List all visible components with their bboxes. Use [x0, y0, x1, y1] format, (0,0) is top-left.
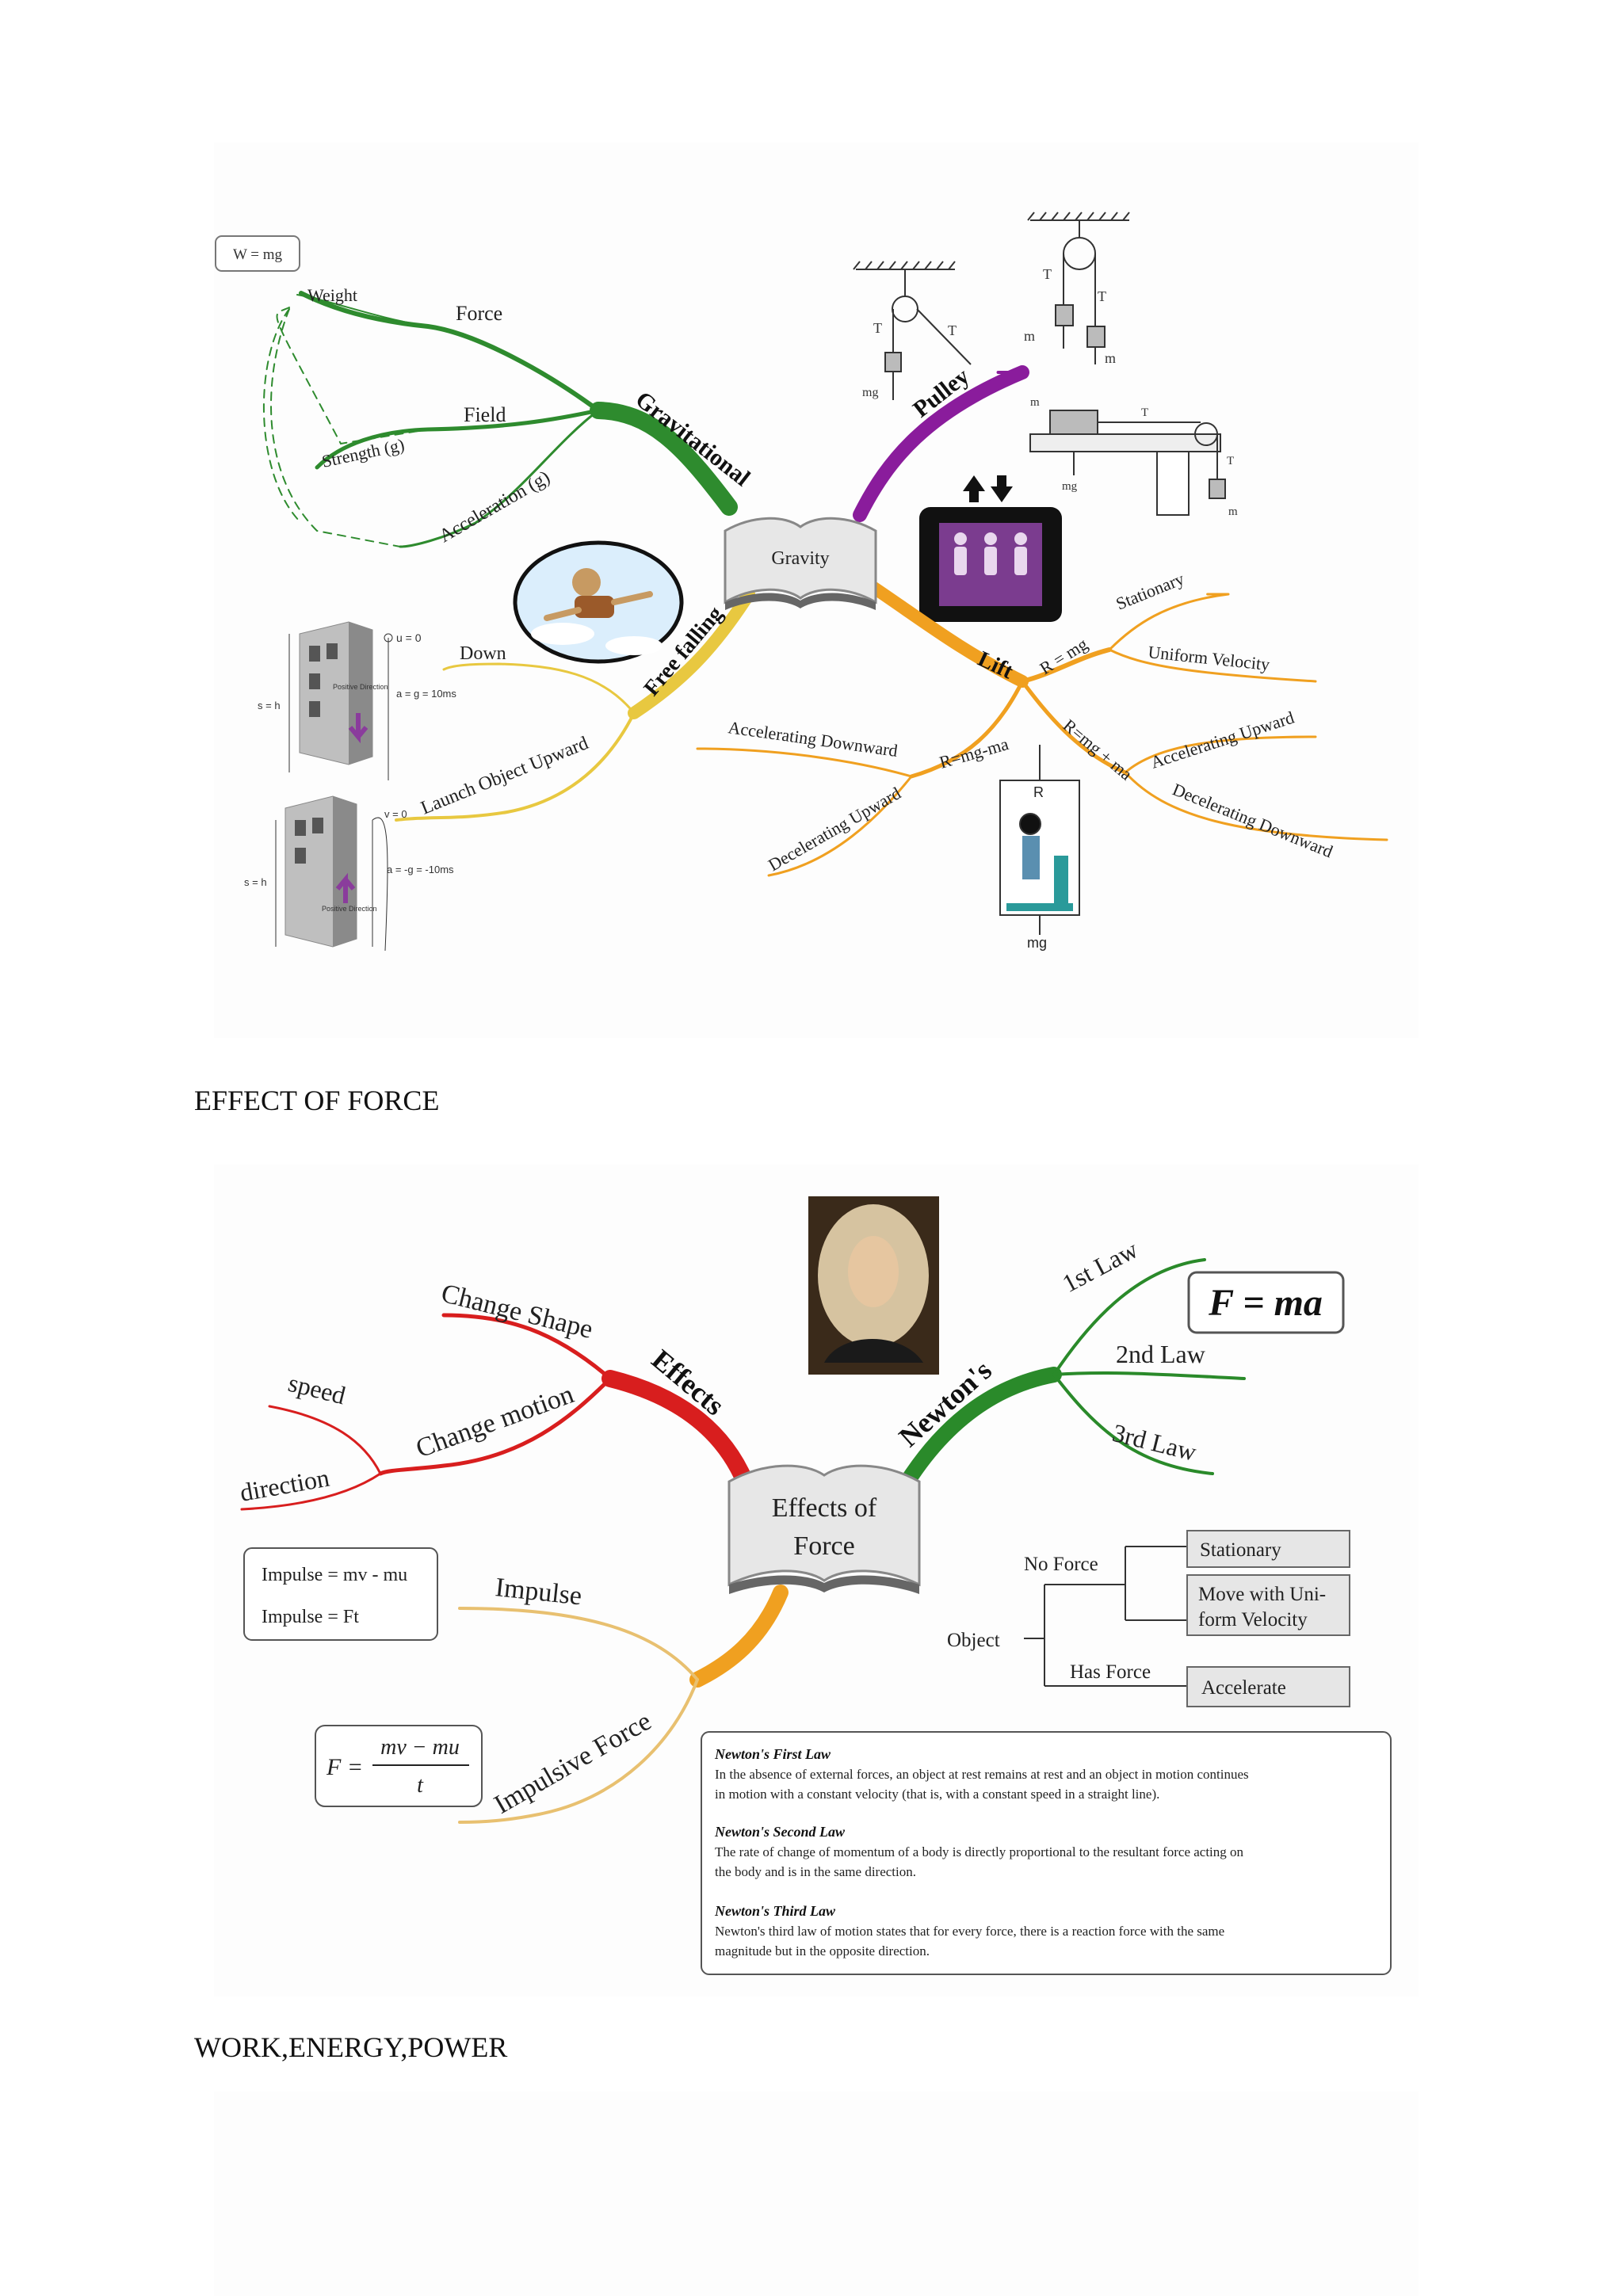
impulse-branch	[458, 1585, 789, 1824]
f-ma-box	[1187, 1271, 1345, 1334]
first-law-line2: in motion with a constant velocity (that…	[715, 1787, 1159, 1802]
stationary-box-label: Stationary	[1200, 1539, 1281, 1561]
v0-label: v = 0	[384, 808, 407, 820]
fraction-f: F =	[326, 1754, 363, 1780]
pulley2-t1: T	[1043, 266, 1052, 282]
move-uniform-box	[1186, 1574, 1350, 1636]
pos-dir-label-2: Positive Direction	[322, 905, 377, 913]
lift-r-label: R	[1033, 784, 1044, 800]
stationary-box	[1186, 1530, 1350, 1568]
section-title-work-energy-power: WORK,ENERGY,POWER	[194, 2031, 508, 2063]
skydiver-icon	[513, 540, 684, 664]
field-label: Field	[464, 403, 506, 426]
accelerate-box	[1186, 1666, 1350, 1707]
table-mg: mg	[1062, 480, 1078, 493]
gravity-mind-map: W = mg Gravitational Weight Force Field …	[214, 143, 1419, 1038]
object-tree-lines	[1024, 1546, 1187, 1687]
weight-label: Weight	[307, 285, 357, 305]
s-h-label-2: s = h	[244, 876, 267, 888]
weight-formula-box	[215, 235, 300, 272]
a-negative-label: a = -g = -10ms	[387, 864, 454, 875]
pulley-branch	[853, 365, 1029, 522]
has-force-label: Has Force	[1070, 1661, 1151, 1683]
move-uniform-line1: Move with Uni-	[1198, 1584, 1326, 1605]
first-law-title: Newton's First Law	[714, 1746, 831, 1762]
impulse-formula-2: Impulse = Ft	[262, 1607, 359, 1627]
pulley-diagram-table	[1029, 410, 1226, 516]
fraction-denominator: t	[417, 1773, 424, 1798]
no-force-label: No Force	[1024, 1554, 1098, 1575]
table-t1: T	[1227, 455, 1234, 467]
impulse-formula-box	[243, 1547, 438, 1641]
lift-icon	[919, 475, 1062, 622]
effects-branch	[240, 1313, 754, 1511]
table-t2: T	[1141, 406, 1148, 419]
a-positive-label: a = g = 10ms	[396, 688, 456, 700]
pulley2-m1g: m	[1024, 328, 1035, 344]
first-law-line1: In the absence of external forces, an ob…	[715, 1767, 1249, 1782]
move-uniform-line2: form Velocity	[1198, 1609, 1308, 1630]
impulse-formula-1: Impulse = mv - mu	[262, 1565, 407, 1585]
pulley-diagram-double	[1027, 212, 1130, 364]
pulley1-mg: mg	[862, 386, 878, 399]
down-label: Down	[460, 643, 506, 664]
table-m2g: m	[1030, 396, 1040, 409]
building-up-icon	[275, 795, 388, 952]
person-in-lift-icon	[999, 745, 1080, 935]
force-center-node	[727, 1464, 921, 1594]
weight-formula-text: W = mg	[233, 246, 283, 263]
pulley2-m2g: m	[1105, 350, 1116, 366]
force-center-line2: Force	[793, 1531, 854, 1561]
force-center-line1: Effects of	[772, 1493, 877, 1523]
force-label: Force	[456, 302, 502, 325]
table-m1g: m	[1228, 505, 1238, 518]
accelerate-box-label: Accelerate	[1201, 1677, 1286, 1699]
pulley1-t2: T	[948, 322, 957, 338]
u0-label: u = 0	[396, 631, 422, 644]
fraction-numerator: mv − mu	[380, 1735, 460, 1760]
pulley1-t1: T	[873, 320, 882, 336]
f-ma-text: F = ma	[1208, 1282, 1323, 1324]
pulley2-t2: T	[1098, 288, 1106, 304]
blank-diagram-area	[214, 2092, 1419, 2296]
free-falling-branch	[395, 588, 755, 822]
second-law-line1: The rate of change of momentum of a body…	[715, 1844, 1244, 1859]
section-title-effect-of-force: EFFECT OF FORCE	[194, 1085, 440, 1116]
newtons-branch	[899, 1258, 1246, 1489]
third-law-line1: Newton's third law of motion states that…	[715, 1924, 1224, 1939]
gravity-center-label: Gravity	[771, 548, 829, 569]
object-label: Object	[947, 1630, 1000, 1651]
newtons-laws-box	[701, 1731, 1392, 1975]
newton-portrait	[808, 1196, 939, 1375]
gravity-center-node	[724, 517, 877, 610]
second-law-label: 2nd Law	[1116, 1340, 1205, 1368]
s-h-label-1: s = h	[258, 700, 281, 711]
gravitational-branch	[262, 291, 738, 548]
pulley-diagram-single	[853, 261, 972, 400]
lift-mg-label: mg	[1027, 935, 1047, 951]
building-down-icon	[288, 621, 393, 780]
third-law-title: Newton's Third Law	[714, 1903, 836, 1919]
lift-branch	[696, 580, 1388, 877]
second-law-title: Newton's Second Law	[714, 1824, 846, 1840]
pos-dir-label-1: Positive Direction	[333, 683, 388, 691]
force-mind-map: Effects Change Shape Change motion speed…	[214, 1165, 1419, 1997]
second-law-line2: the body and is in the same direction.	[715, 1864, 916, 1879]
third-law-line2: magnitude but in the opposite direction.	[715, 1943, 930, 1958]
